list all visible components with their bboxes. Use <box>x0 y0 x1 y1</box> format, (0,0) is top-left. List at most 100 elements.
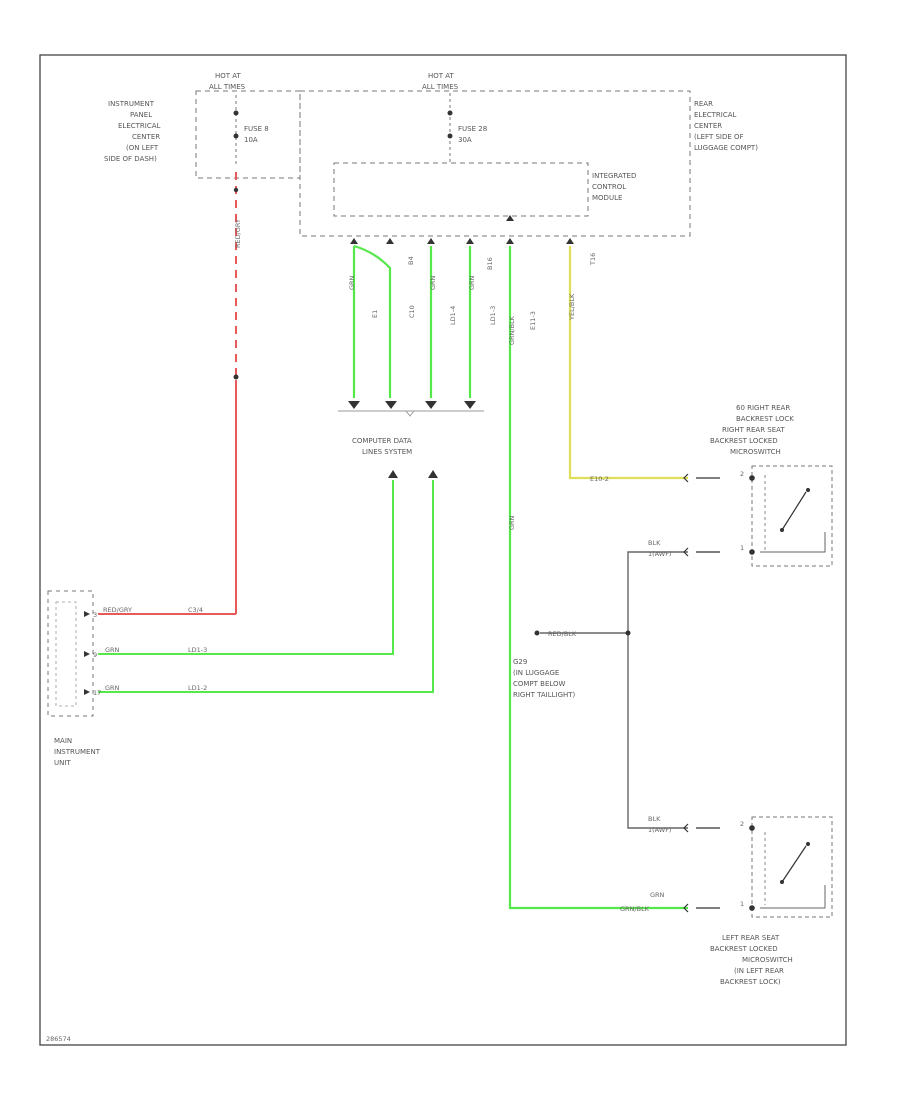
svg-text:G29: G29 <box>513 658 527 666</box>
svg-text:1: 1 <box>740 544 744 552</box>
switch-pin-labels: 2 1 2 1 <box>740 470 744 908</box>
ground-wire-labels: RED/BLK BLK 1(AWF) BLK 1(AWF) <box>548 539 671 834</box>
icm-box <box>333 162 589 217</box>
svg-text:RIGHT TAILLIGHT): RIGHT TAILLIGHT) <box>513 691 576 699</box>
svg-text:YEL/BLK: YEL/BLK <box>568 293 576 321</box>
svg-text:3: 3 <box>93 611 97 619</box>
hot-at-all-times-left-1: HOT AT <box>215 72 242 80</box>
ipec-box <box>195 90 301 179</box>
svg-text:GRN: GRN <box>508 515 516 530</box>
right-rear-microswitch <box>749 465 833 567</box>
icm-connectors <box>350 215 574 244</box>
dlc-arrows <box>348 401 476 409</box>
yellow-switch-wire: YEL/BLK E10-2 <box>568 246 688 483</box>
rec-box <box>299 90 691 237</box>
svg-text:(ON LEFT: (ON LEFT <box>126 144 159 152</box>
svg-text:30A: 30A <box>458 136 472 144</box>
svg-text:MODULE: MODULE <box>592 194 622 202</box>
svg-text:T16: T16 <box>589 253 597 266</box>
svg-text:2: 2 <box>740 820 744 828</box>
red-power-wire: RED/GRY <box>98 172 242 615</box>
svg-text:GRN: GRN <box>650 891 665 899</box>
svg-text:MAIN: MAIN <box>54 737 72 745</box>
fuse-28: FUSE 28 30A <box>447 93 487 163</box>
svg-text:BACKREST LOCKED: BACKREST LOCKED <box>710 437 778 445</box>
svg-text:17: 17 <box>93 689 101 697</box>
svg-text:LD1-3: LD1-3 <box>489 306 497 325</box>
svg-text:CENTER: CENTER <box>694 122 722 130</box>
svg-text:GRN/BLK: GRN/BLK <box>508 315 516 345</box>
main-unit-pin-labels: 3 9 17 RED/GRY C3/4 GRN LD1-3 GRN LD1-2 <box>93 606 207 697</box>
svg-text:SIDE OF DASH): SIDE OF DASH) <box>104 155 157 163</box>
svg-text:10A: 10A <box>244 136 258 144</box>
svg-text:LINES SYSTEM: LINES SYSTEM <box>362 448 412 456</box>
right-rear-switch-label: 60 RIGHT REAR BACKREST LOCK RIGHT REAR S… <box>710 404 794 456</box>
svg-text:1(AWF): 1(AWF) <box>648 826 671 834</box>
svg-text:(IN LUGGAGE: (IN LUGGAGE <box>513 669 559 677</box>
icm-label: INTEGRATED CONTROL MODULE <box>592 172 636 202</box>
svg-text:2: 2 <box>740 470 744 478</box>
svg-text:B16: B16 <box>486 257 494 270</box>
rec-label: REAR ELECTRICAL CENTER (LEFT SIDE OF LUG… <box>694 100 758 152</box>
svg-text:INSTRUMENT: INSTRUMENT <box>108 100 155 108</box>
svg-text:INSTRUMENT: INSTRUMENT <box>54 748 101 756</box>
svg-text:LEFT REAR SEAT: LEFT REAR SEAT <box>722 934 780 942</box>
svg-text:COMPUTER DATA: COMPUTER DATA <box>352 437 412 445</box>
main-instrument-unit-box <box>47 590 94 717</box>
svg-text:B4: B4 <box>407 256 415 265</box>
svg-text:(LEFT SIDE OF: (LEFT SIDE OF <box>694 133 744 141</box>
svg-text:E10-2: E10-2 <box>590 475 609 483</box>
svg-text:BACKREST LOCKED: BACKREST LOCKED <box>710 945 778 953</box>
hot-at-all-times-mid-2: ALL TIMES <box>422 83 459 91</box>
svg-text:BACKREST LOCK): BACKREST LOCK) <box>720 978 781 986</box>
svg-text:LD1-4: LD1-4 <box>449 306 457 325</box>
diagram-frame <box>39 54 847 1046</box>
svg-text:9: 9 <box>93 651 97 659</box>
svg-text:RED/GRY: RED/GRY <box>234 219 242 248</box>
svg-text:INTEGRATED: INTEGRATED <box>592 172 636 180</box>
svg-text:ELECTRICAL: ELECTRICAL <box>118 122 161 130</box>
svg-text:60 RIGHT REAR: 60 RIGHT REAR <box>736 404 790 412</box>
svg-text:RED/BLK: RED/BLK <box>548 630 577 638</box>
hot-at-all-times-mid-1: HOT AT <box>428 72 455 80</box>
main-unit-connectors <box>84 611 90 695</box>
svg-text:ELECTRICAL: ELECTRICAL <box>694 111 737 119</box>
svg-text:CENTER: CENTER <box>132 133 160 141</box>
svg-text:RED/GRY: RED/GRY <box>103 606 132 614</box>
svg-text:RIGHT REAR SEAT: RIGHT REAR SEAT <box>722 426 785 434</box>
svg-text:BLK: BLK <box>648 539 661 547</box>
svg-text:E11-3: E11-3 <box>529 311 537 330</box>
svg-text:GRN: GRN <box>468 275 476 290</box>
svg-text:MICROSWITCH: MICROSWITCH <box>742 956 793 964</box>
svg-text:UNIT: UNIT <box>54 759 71 767</box>
switch-connectors <box>683 473 720 913</box>
svg-text:1(AWF): 1(AWF) <box>648 550 671 558</box>
dlc-pins <box>388 470 438 478</box>
svg-text:LUGGAGE COMPT): LUGGAGE COMPT) <box>694 144 758 152</box>
green-wire-ids: E1 C10 LD1-4 LD1-3 E11-3 GRN GRN GRN <box>348 275 537 330</box>
svg-text:BLK: BLK <box>648 815 661 823</box>
ground-label: G29 (IN LUGGAGE COMPT BELOW RIGHT TAILLI… <box>513 658 576 699</box>
svg-text:COMPT BELOW: COMPT BELOW <box>513 680 566 688</box>
hot-at-all-times-left-2: ALL TIMES <box>209 83 246 91</box>
left-rear-switch-label: LEFT REAR SEAT BACKREST LOCKED MICROSWIT… <box>710 934 793 986</box>
ground-wires <box>540 551 688 829</box>
svg-text:GRN: GRN <box>105 684 120 692</box>
dlc-label: COMPUTER DATA LINES SYSTEM <box>352 437 412 456</box>
main-unit-label: MAIN INSTRUMENT UNIT <box>54 737 101 767</box>
svg-text:LD1-2: LD1-2 <box>188 684 207 692</box>
ground-splice <box>625 630 631 636</box>
green-icm-wires <box>352 244 472 398</box>
svg-text:CONTROL: CONTROL <box>592 183 626 191</box>
svg-text:PANEL: PANEL <box>130 111 152 119</box>
svg-text:GRN/BLK: GRN/BLK <box>620 905 650 913</box>
ipec-label: INSTRUMENT PANEL ELECTRICAL CENTER (ON L… <box>104 100 161 163</box>
svg-text:C10: C10 <box>408 305 416 318</box>
svg-text:(IN LEFT REAR: (IN LEFT REAR <box>734 967 784 975</box>
left-rear-microswitch <box>749 816 833 918</box>
svg-text:LD1-3: LD1-3 <box>188 646 207 654</box>
green-main-wires <box>98 480 434 693</box>
svg-text:1: 1 <box>740 900 744 908</box>
ground-point <box>534 630 540 636</box>
